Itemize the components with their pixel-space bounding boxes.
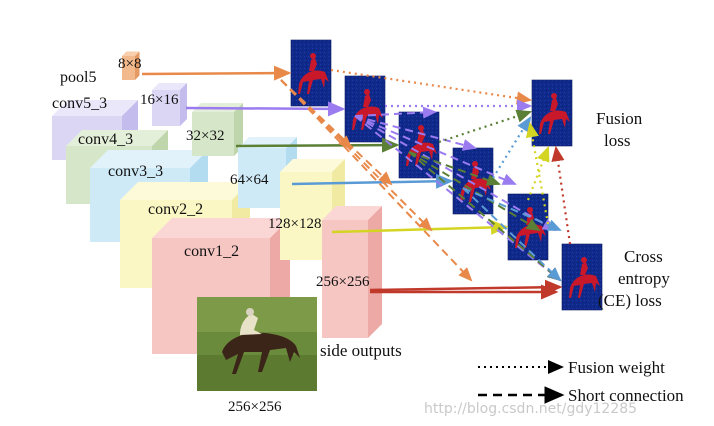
layer-name-conv4-3: conv4_3 bbox=[78, 131, 133, 148]
side-output-map-2 bbox=[344, 75, 386, 143]
layer-size-conv3-3: 64×64 bbox=[230, 172, 269, 188]
layer-name-conv1-2: conv1_2 bbox=[184, 243, 239, 260]
short-connection bbox=[280, 79, 473, 282]
legend-label-short-connection: Short connection bbox=[568, 386, 684, 405]
layer-name-conv2-2: conv2_2 bbox=[148, 201, 203, 218]
fusion-weight-3 bbox=[438, 109, 533, 144]
layer-size-conv5-3: 16×16 bbox=[140, 92, 179, 108]
layer-name-conv3-3: conv3_3 bbox=[108, 163, 163, 180]
side-output-block-conv3-3: conv3_3 64×64 bbox=[108, 137, 297, 208]
short-connection bbox=[408, 151, 562, 282]
short-connection bbox=[354, 106, 437, 119]
side-output-block-conv5-3: conv5_3 16×16 bbox=[52, 83, 187, 126]
horse-icon bbox=[222, 332, 300, 374]
side-output-map-5 bbox=[507, 193, 549, 261]
solid-arrow-2 bbox=[185, 101, 346, 117]
fusion-weight-6 bbox=[526, 145, 550, 201]
short-connection bbox=[408, 151, 501, 186]
fusion-loss-label-line1: Fusion bbox=[596, 109, 643, 128]
side-output-block-conv1-2: conv1_2 256×256 bbox=[184, 206, 382, 338]
side-output-block-conv4-3: conv4_3 32×32 bbox=[78, 103, 243, 156]
legend-label-fusion-weight: Fusion weight bbox=[568, 358, 665, 377]
solid-arrow-4 bbox=[291, 173, 454, 189]
layer-size-conv1-2: 256×256 bbox=[316, 274, 370, 290]
side-outputs-label: side outputs bbox=[320, 341, 402, 360]
layer-size-conv2-2: 128×128 bbox=[268, 216, 321, 232]
side-output-map-6 bbox=[561, 243, 603, 311]
fusion-weight-4 bbox=[492, 116, 532, 179]
solid-arrow-3 bbox=[235, 137, 400, 153]
fusion-weight-7 bbox=[551, 145, 572, 245]
solid-arrow-6 bbox=[369, 279, 563, 295]
short-connection bbox=[462, 187, 562, 282]
side-output-block-pool5: pool5 8×8 bbox=[60, 51, 141, 86]
ce-loss-label-line3: (CE) loss bbox=[598, 291, 662, 310]
layer-name-conv5-3: conv5_3 bbox=[52, 95, 107, 112]
input-size-label: 256×256 bbox=[228, 399, 282, 415]
short-connection bbox=[354, 115, 562, 282]
short-connection bbox=[462, 187, 562, 231]
layer-size-conv4-3: 32×32 bbox=[186, 128, 224, 144]
solid-arrow-1 bbox=[141, 65, 292, 81]
input-image bbox=[197, 297, 317, 391]
ce-loss-label-line1: Cross bbox=[624, 247, 663, 266]
layer-size-pool5: 8×8 bbox=[118, 56, 141, 72]
fusion-loss-label-line2: loss bbox=[604, 131, 630, 150]
fusion-weight-5 bbox=[525, 121, 550, 225]
legend: Fusion weight Short connection bbox=[478, 358, 684, 405]
fusion-map bbox=[531, 79, 573, 147]
ce-loss-label-line2: entropy bbox=[618, 269, 670, 288]
short-connection bbox=[354, 115, 477, 151]
side-output-map-1 bbox=[290, 39, 332, 107]
watermark: http://blog.csdn.net/gdy12285 bbox=[424, 401, 637, 417]
jockey-icon bbox=[240, 314, 262, 335]
short-connection bbox=[280, 79, 433, 232]
short-connection bbox=[354, 115, 517, 185]
layer-name-pool5: pool5 bbox=[60, 69, 96, 86]
